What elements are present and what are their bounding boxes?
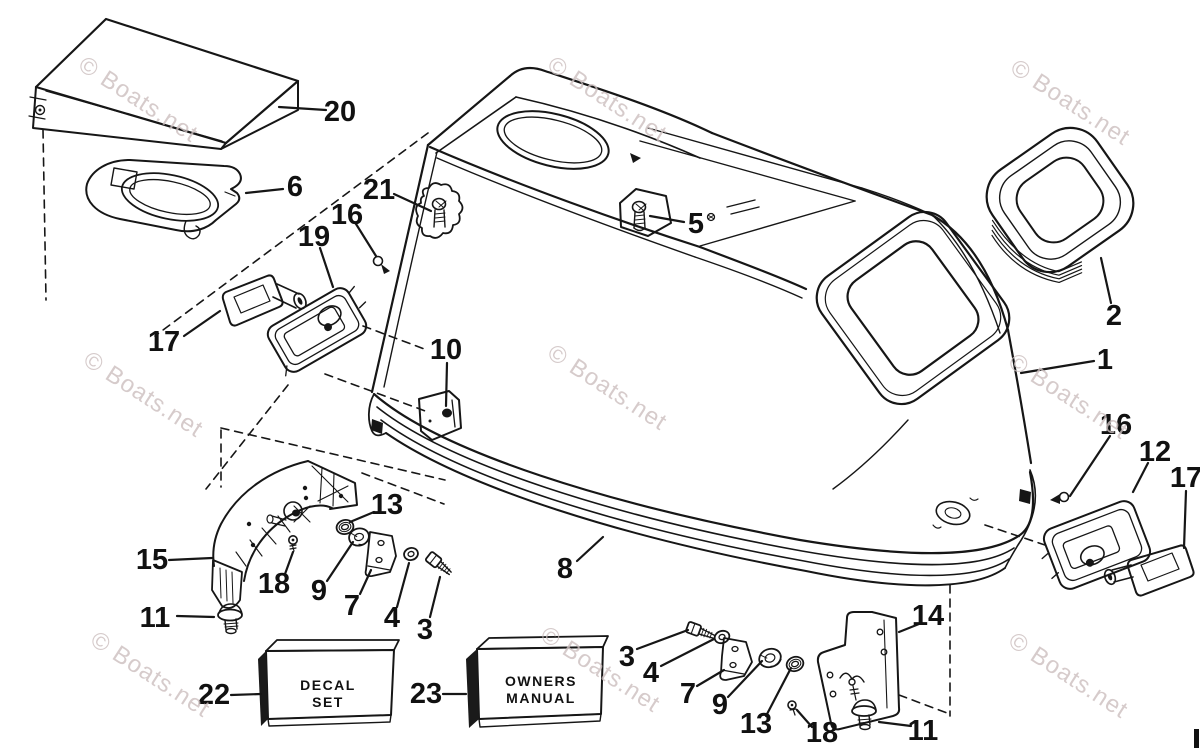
part-label-4: 4 (643, 657, 659, 689)
leader-line-18 (283, 550, 295, 576)
part-label-3: 3 (619, 641, 635, 673)
support-bracket (211, 460, 358, 609)
latch-plate-right (1041, 500, 1152, 590)
part-label-1: 1 (1097, 344, 1113, 376)
leader-line-22 (229, 692, 263, 697)
leader-line-4 (395, 561, 411, 609)
mount-knob (415, 182, 464, 239)
part-label-19: 19 (298, 221, 330, 253)
leader-line-9 (726, 659, 764, 699)
part-label-2: 2 (1106, 300, 1122, 332)
part-label-7: 7 (344, 590, 360, 622)
leader-line-4 (659, 637, 716, 668)
part-label-13: 13 (740, 708, 772, 740)
part-label-17: 17 (1170, 462, 1200, 494)
mounting-bracket-right (816, 611, 901, 731)
part-label-7: 7 (680, 678, 696, 710)
leader-line-14 (897, 622, 921, 634)
leader-line-5 (648, 214, 686, 224)
part-label-4: 4 (384, 602, 400, 634)
part-label-16: 16 (1100, 409, 1132, 441)
part-label-15: 15 (136, 544, 168, 576)
part-label-22: 22 (198, 679, 230, 711)
leader-line-3 (635, 628, 690, 651)
part-label-8: 8 (557, 553, 573, 585)
part-label-11: 11 (140, 602, 171, 634)
part-label-12: 12 (1139, 436, 1171, 468)
part-label-13: 13 (371, 489, 403, 521)
part-label-6: 6 (287, 171, 303, 203)
leader-line-9 (325, 540, 355, 583)
latch-screw-right (1050, 491, 1070, 504)
hardware-right (685, 611, 901, 731)
leader-line-8 (575, 535, 605, 563)
leader-line-10 (444, 361, 449, 408)
leader-line-13 (348, 510, 376, 524)
leader-line-7 (358, 568, 373, 596)
part-label-5: 5 (688, 208, 704, 240)
part-label-20: 20 (324, 96, 356, 128)
part-label-3: 3 (417, 614, 433, 646)
leader-line-19 (318, 246, 335, 289)
owners-manual-label-line1: OWNERS (505, 673, 577, 689)
alignment-dashed-lines (42, 129, 1049, 717)
leader-line-11 (877, 720, 913, 728)
leader-line-21 (392, 192, 433, 213)
engine-cover (367, 66, 1037, 587)
part-label-11: 11 (908, 715, 939, 747)
cover-trim-seal (367, 392, 1037, 587)
leader-line-16 (354, 222, 378, 258)
part-label-18: 18 (806, 717, 838, 749)
mount-plug-right (851, 699, 877, 731)
leader-lines (167, 105, 1188, 729)
leader-line-7 (695, 668, 726, 688)
part-label-21: 21 (363, 174, 395, 206)
window-opening (815, 210, 1011, 406)
leader-line-16 (1068, 434, 1112, 498)
part-label-23: 23 (410, 678, 442, 710)
latch-plate-left (266, 285, 368, 377)
part-label-17: 17 (148, 326, 180, 358)
decal-set-label-line1: DECAL (300, 677, 356, 693)
top-cover-panel (28, 17, 300, 150)
leader-line-3 (428, 575, 442, 619)
latch-catch (418, 390, 462, 441)
leader-line-18 (795, 708, 814, 729)
part-label-14: 14 (912, 600, 944, 632)
window-seal (985, 126, 1135, 284)
part-label-16: 16 (331, 199, 363, 231)
decal-set-label-line2: SET (312, 694, 344, 710)
leader-line-13 (764, 666, 793, 718)
leader-line-15 (167, 556, 214, 562)
latch-screw-left (372, 255, 390, 274)
corner-mark (1194, 729, 1199, 748)
leader-line-20 (277, 105, 328, 112)
leader-line-17 (182, 309, 222, 338)
leader-line-6 (244, 187, 285, 195)
leader-line-2 (1099, 256, 1113, 305)
leader-line-12 (1131, 461, 1150, 494)
owners-manual-label-line2: MANUAL (506, 690, 576, 706)
part-label-9: 9 (712, 689, 728, 721)
mount-plug-left (217, 603, 243, 635)
leader-line-17 (1182, 489, 1188, 550)
leader-line-1 (1019, 359, 1096, 375)
leader-line-11 (175, 614, 216, 619)
deck-bracket-screw (619, 188, 672, 237)
gasket-plate (85, 159, 242, 240)
owners-manual-box (466, 635, 609, 728)
part-label-10: 10 (430, 334, 462, 366)
part-label-9: 9 (311, 575, 327, 607)
latch-handle-left (221, 274, 307, 327)
part-label-18: 18 (258, 568, 290, 600)
decal-set-box (258, 639, 400, 727)
